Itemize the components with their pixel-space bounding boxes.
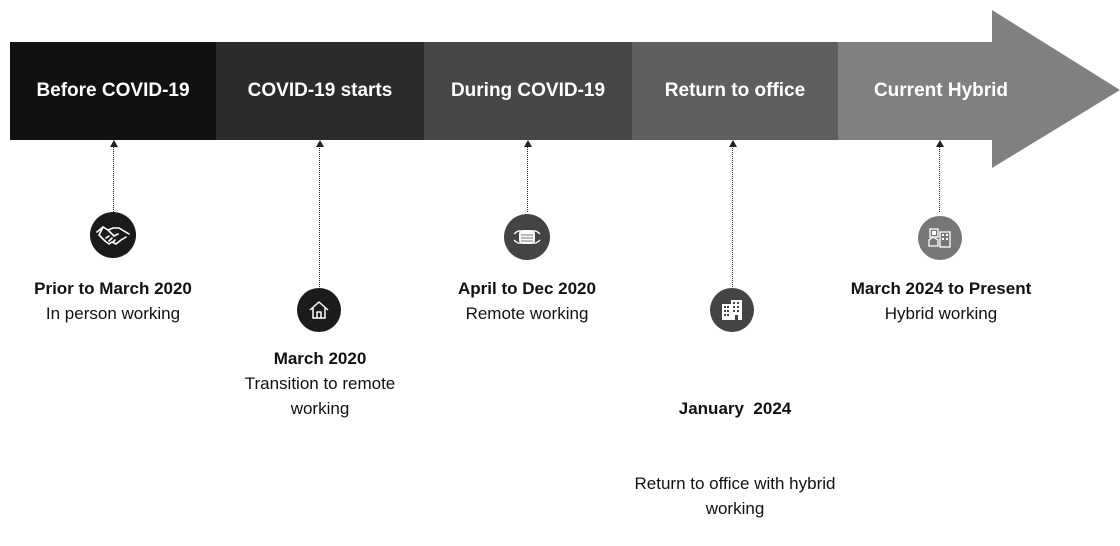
handshake-icon [90,212,136,258]
milestone-description: Transition to remote working [244,374,396,418]
milestone-3: April to Dec 2020 Remote working [414,276,640,326]
face-mask-icon [504,214,550,260]
phase-label-during-covid: During COVID-19 [450,80,606,101]
milestone-2: March 2020 Transition to remote working [220,346,420,421]
connector-arrowhead-5 [936,140,944,147]
connector-line-2 [319,146,320,287]
phase-segment-2 [216,42,424,140]
timeline-arrow [10,10,1120,168]
milestone-description: Remote working [465,304,589,323]
milestone-date: Prior to March 2020 [34,279,192,298]
phase-segment-3 [424,42,632,140]
phase-segment-4 [632,42,838,140]
milestone-description: Return to office with hybrid working [634,474,841,518]
milestone-1: Prior to March 2020 In person working [0,276,226,326]
milestone-date: March 2024 to Present [850,279,1032,298]
phase-segment-5-arrowhead [838,10,1120,168]
phase-label-return-to-office: Return to office [664,80,806,101]
milestone-date: January 2024 [678,399,792,418]
phase-label-before-covid: Before COVID-19 [36,80,190,101]
phase-label-current-hybrid: Current Hybrid [873,80,1009,101]
office-building-icon [710,288,754,332]
connector-arrowhead-1 [110,140,118,147]
milestone-date: April to Dec 2020 [458,279,596,298]
hybrid-office-icon [918,216,962,260]
connector-line-5 [939,146,940,212]
phase-label-covid-starts: COVID-19 starts [247,80,393,101]
milestone-5: March 2024 to Present Hybrid working [826,276,1056,326]
connector-arrowhead-4 [729,140,737,147]
milestone-date: March 2020 [273,349,367,368]
connector-line-3 [527,146,528,212]
connector-line-1 [113,146,114,212]
milestone-4: January 2024 Return to office with hybri… [630,346,840,546]
connector-arrowhead-2 [316,140,324,147]
connector-arrowhead-3 [524,140,532,147]
phase-segment-1 [10,42,216,140]
connector-line-4 [732,146,733,287]
milestone-description: Hybrid working [884,304,998,323]
milestone-description: In person working [45,304,181,323]
house-icon [297,288,341,332]
